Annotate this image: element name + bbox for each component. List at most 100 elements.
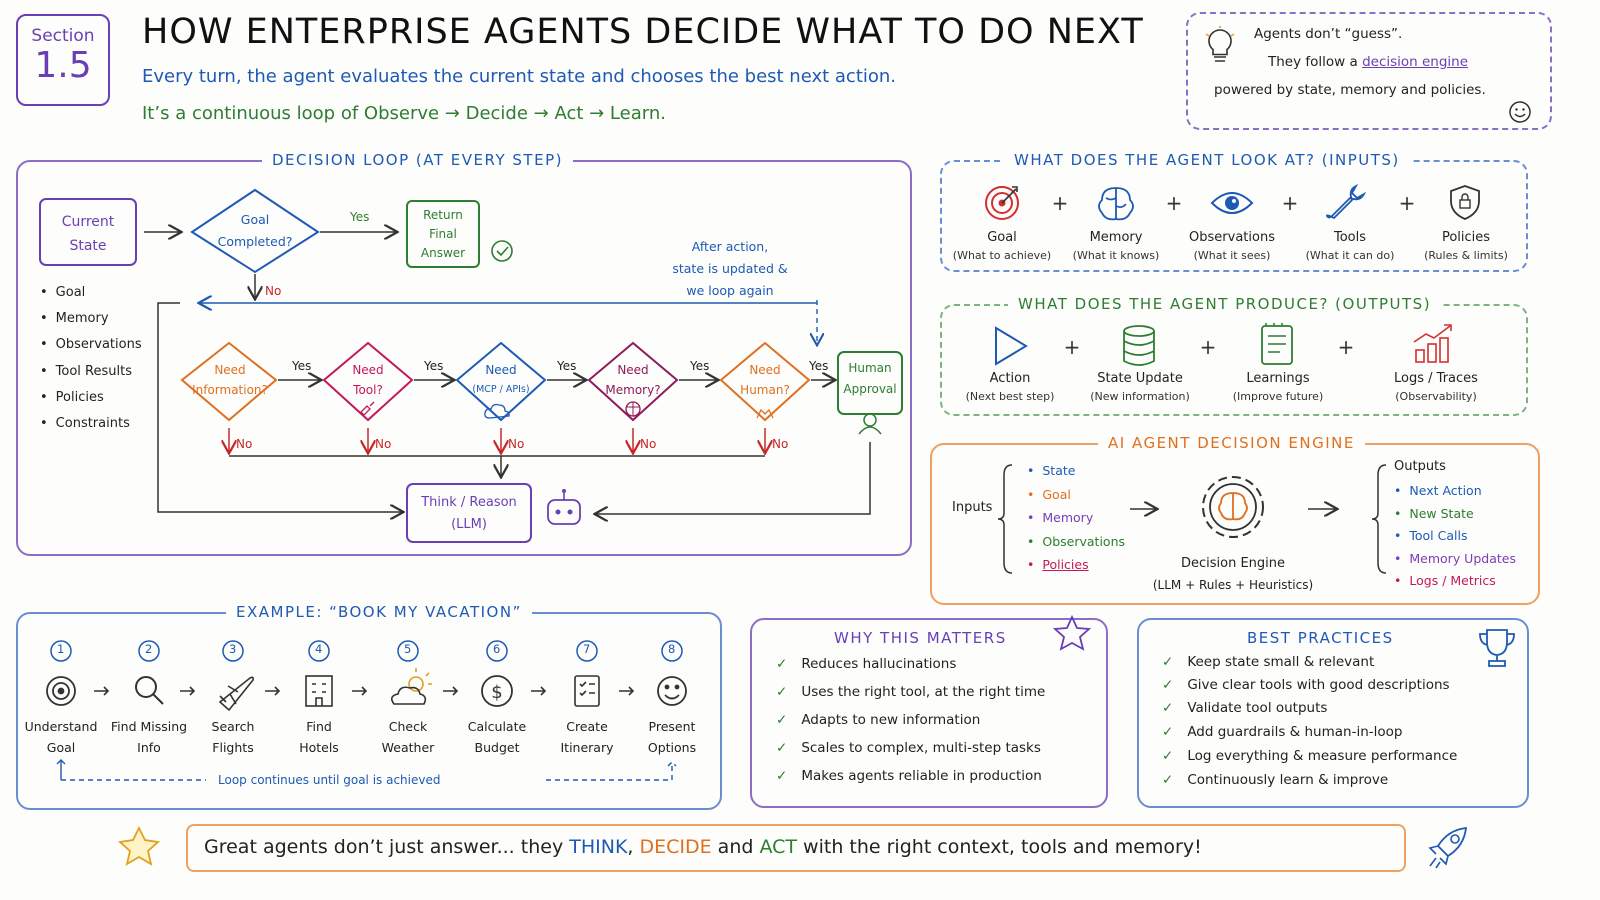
play-icon: [995, 326, 1028, 366]
yes-label-2: Yes: [424, 359, 444, 373]
footer-part-a: Great agents don’t just answer... they: [204, 836, 570, 858]
gear-brain-icon: [1202, 476, 1264, 538]
decision-engine-panel: AI AGENT DECISION ENGINE: [930, 434, 1540, 605]
footer-act: ACT: [759, 836, 798, 858]
why-item: ✓Uses the right tool, at the right time: [776, 684, 1046, 700]
yes-label-1: Yes: [292, 359, 312, 373]
engine-output-item: •Next Action: [1394, 483, 1482, 498]
footer-star-icon: [117, 825, 161, 866]
no-label-top: No: [265, 284, 282, 298]
svg-text:$: $: [491, 682, 502, 703]
goal-completed-line-1: Goal: [240, 212, 270, 227]
engine-output-item: •New State: [1394, 505, 1474, 521]
example-title: EXAMPLE: “BOOK MY VACATION”: [226, 603, 532, 621]
think-reason-label: Think / Reason(LLM): [421, 495, 517, 532]
footer-banner: [186, 824, 1406, 872]
page-title: HOW ENTERPRISE AGENTS DECIDE WHAT TO DO …: [142, 12, 1144, 52]
why-item: ✓Adapts to new information: [776, 712, 981, 728]
svg-text:+: +: [1064, 335, 1081, 359]
state-item: •Observations: [40, 337, 142, 353]
note-line-1: Agents don’t “guess”.: [1254, 26, 1403, 42]
engine-input-item: •Policies: [1027, 557, 1089, 572]
smiley-icon: [1509, 101, 1531, 123]
output-item-action: Action(Next best step): [965, 371, 1055, 403]
footer-and: and: [711, 836, 760, 858]
engine-outputs-label: Outputs: [1394, 459, 1446, 474]
lightbulb-icon: [1205, 26, 1235, 62]
target-icon: [985, 186, 1019, 220]
smiley-icon: [657, 676, 687, 706]
outputs-panel: WHAT DOES THE AGENT PRODUCE? (OUTPUTS): [940, 295, 1528, 416]
svg-text:+: +: [1338, 335, 1355, 359]
state-items-list: •Goal •Memory •Observations •Tool Result…: [40, 280, 142, 437]
cloud-icon: [484, 403, 510, 419]
eye-icon: [1210, 192, 1254, 214]
hotel-icon: [305, 675, 333, 707]
need-mcp-diamond: [455, 341, 547, 422]
shield-icon: [1450, 185, 1480, 220]
best-practices-panel: BEST PRACTICES: [1137, 618, 1529, 808]
subtitle-2: It’s a continuous loop of Observe → Deci…: [142, 103, 666, 124]
current-state-line-1: Current: [61, 214, 115, 230]
why-item: ✓Makes agents reliable in production: [776, 768, 1042, 784]
after-action-note: After action, state is updated & we loop…: [650, 236, 810, 302]
best-item: ✓Validate tool outputs: [1162, 700, 1328, 716]
engine-output-item: •Tool Calls: [1394, 528, 1468, 543]
inputs-panel: WHAT DOES THE AGENT LOOK AT? (INPUTS): [940, 151, 1528, 272]
no-label-4: No: [640, 437, 657, 451]
svg-text:+: +: [1052, 191, 1069, 215]
inputs-title: WHAT DOES THE AGENT LOOK AT? (INPUTS): [1004, 151, 1410, 169]
engine-inputs-list: •State •Goal •Memory •Observations •Poli…: [1027, 459, 1125, 577]
engine-outputs-list: •Next Action •New State •Tool Calls •Mem…: [1394, 480, 1516, 593]
decision-engine-link: decision engine: [1362, 54, 1469, 70]
input-item-tools: Tools(What it can do): [1305, 230, 1395, 262]
footer-think: THINK: [569, 836, 628, 858]
loop-note: Loop continues until goal is achieved: [218, 773, 441, 787]
goal-completed-line-2: Completed?: [217, 234, 293, 249]
return-final-label: Return Final Answer: [407, 206, 479, 263]
robot-icon: [547, 489, 581, 525]
weather-icon: [390, 668, 432, 705]
section-label: Section: [31, 26, 95, 46]
engine-inputs-label: Inputs: [952, 500, 993, 515]
database-icon: [1123, 325, 1155, 366]
outputs-title: WHAT DOES THE AGENT PRODUCE? (OUTPUTS): [1008, 295, 1442, 313]
return-final-box: [406, 200, 480, 268]
note-card: Agents don’t “guess”. They follow a deci…: [1186, 12, 1552, 130]
need-human-diamond: [719, 341, 811, 422]
current-state-box: [39, 198, 137, 266]
decision-loop-diagram: [39, 188, 903, 543]
footer-decide: DECIDE: [639, 836, 712, 858]
footer-text: Great agents don’t just answer... they T…: [204, 836, 1202, 858]
rocket-icon: [1428, 826, 1468, 869]
why-panel: WHY THIS MATTERS: [750, 618, 1108, 808]
input-item-goal: Goal(What to achieve): [952, 230, 1052, 262]
best-item: ✓Give clear tools with good descriptions: [1162, 677, 1450, 693]
section-number: 1.5: [34, 45, 92, 86]
plane-icon: [218, 676, 254, 712]
subtitle-1: Every turn, the agent evaluates the curr…: [142, 66, 897, 87]
star-icon: [1052, 614, 1092, 651]
svg-text:+: +: [1399, 191, 1416, 215]
notebook-icon: [1261, 323, 1293, 365]
yes-label-5: Yes: [809, 359, 829, 373]
no-label-3: No: [508, 437, 525, 451]
engine-input-item: •Memory: [1027, 510, 1094, 525]
example-step-numbers: 1 2 3 4 5 6 7 8: [57, 642, 676, 656]
target-icon: [46, 676, 76, 706]
svg-text:+: +: [1200, 335, 1217, 359]
think-reason-box: [406, 483, 532, 543]
decision-loop-title: DECISION LOOP (AT EVERY STEP): [262, 151, 573, 169]
state-item: •Tool Results: [40, 363, 132, 379]
return-line-1: Return: [423, 208, 463, 222]
